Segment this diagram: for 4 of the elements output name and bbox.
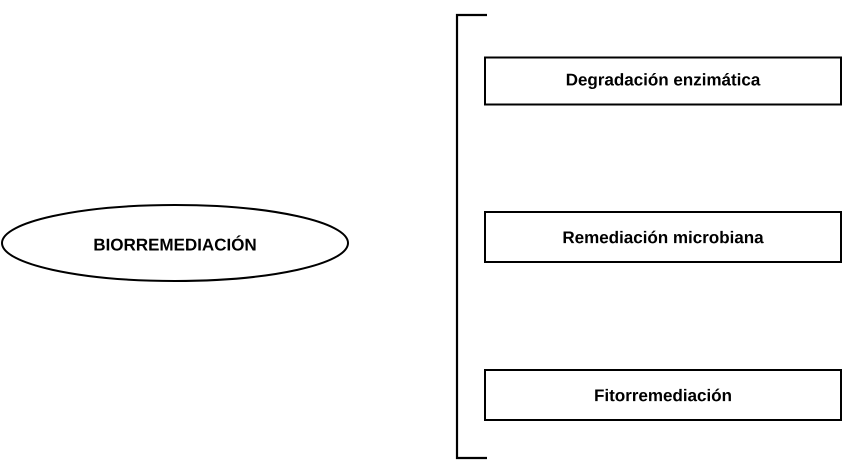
process-box: Fitorremediación [484,369,842,421]
ellipse-node: BIORREMEDIACIÓN [1,204,349,282]
process-box: Remediación microbiana [484,211,842,263]
process-box: Degradación enzimática [484,56,842,106]
